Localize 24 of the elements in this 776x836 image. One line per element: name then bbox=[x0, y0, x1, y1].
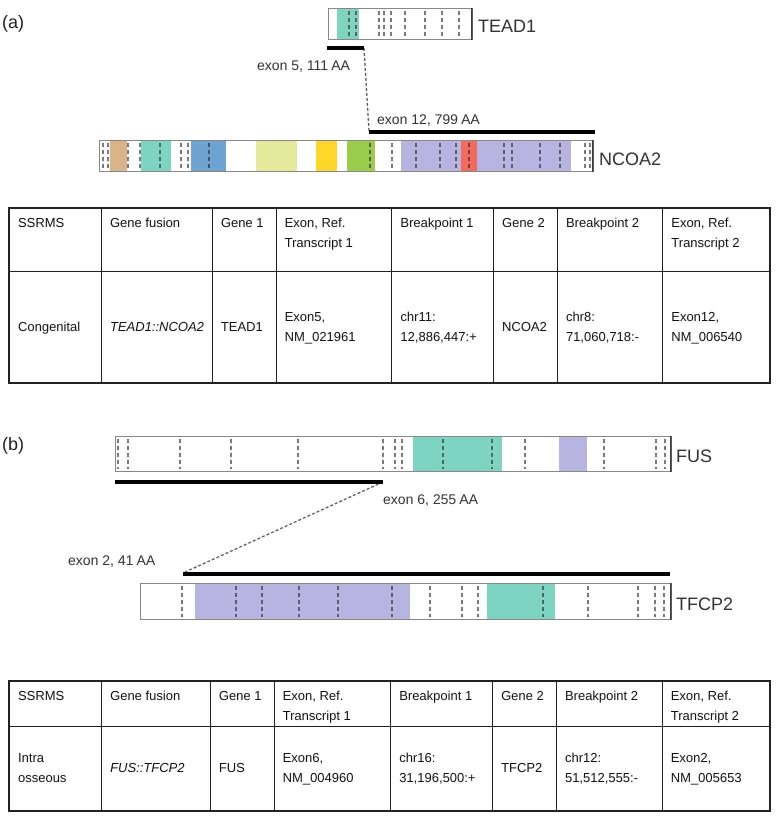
column-header: Breakpoint 2 bbox=[557, 208, 663, 271]
column-header: Exon, Ref. Transcript 1 bbox=[276, 208, 392, 271]
column-header: SSRMS bbox=[9, 681, 102, 726]
gene-name: TFCP2 bbox=[676, 593, 734, 616]
column-header: Gene fusion bbox=[102, 681, 210, 726]
gene-name: FUS bbox=[676, 445, 712, 468]
column-header: Gene 1 bbox=[212, 208, 276, 271]
exon-label: exon 2, 41 AA bbox=[68, 551, 156, 570]
panel-label: (b) bbox=[2, 433, 24, 456]
column-header: Breakpoint 2 bbox=[556, 681, 662, 726]
panel-label: (a) bbox=[2, 11, 24, 34]
exon-label: exon 6, 255 AA bbox=[383, 490, 478, 509]
column-header: Gene fusion bbox=[101, 208, 212, 271]
column-header: Breakpoint 1 bbox=[390, 681, 493, 726]
column-header: Breakpoint 1 bbox=[392, 208, 494, 271]
gene-name: NCOA2 bbox=[599, 148, 662, 171]
exon-label: exon 12, 799 AA bbox=[377, 110, 480, 129]
column-header: Gene 1 bbox=[210, 681, 274, 726]
column-header: SSRMS bbox=[9, 208, 102, 271]
column-header: Gene 2 bbox=[494, 208, 558, 271]
gene-name: TEAD1 bbox=[478, 15, 536, 38]
exon-label: exon 5, 111 AA bbox=[257, 56, 350, 75]
column-header: Gene 2 bbox=[492, 681, 556, 726]
column-header: Exon, Ref. Transcript 1 bbox=[274, 681, 391, 726]
